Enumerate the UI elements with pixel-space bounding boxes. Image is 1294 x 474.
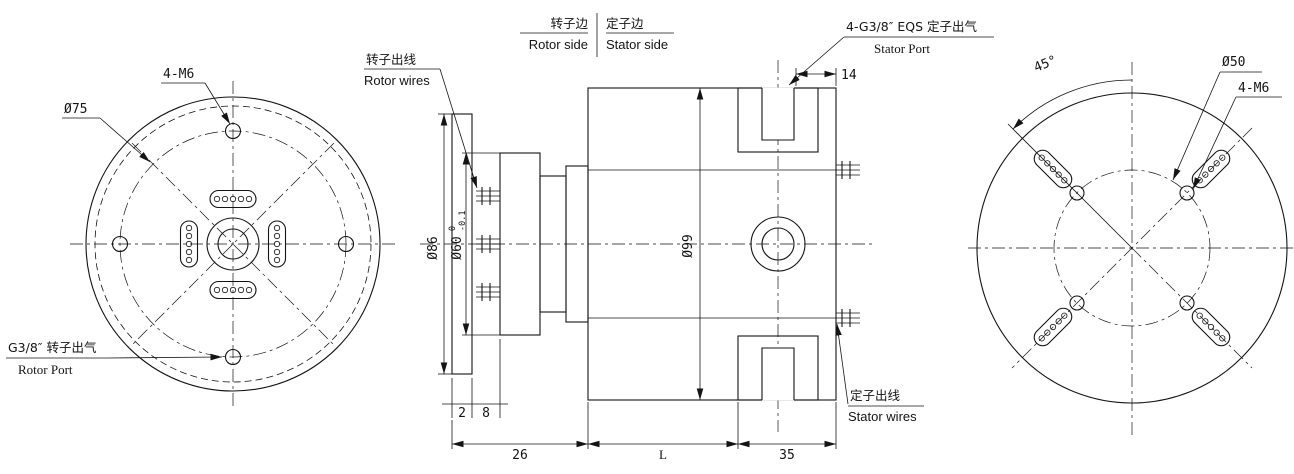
bolt-holes-m6	[111, 122, 355, 366]
angle-label: 45°	[1032, 53, 1059, 76]
stator-wires-label-cn: 定子出线	[850, 388, 901, 403]
bolt-circle-d50	[1053, 169, 1211, 327]
dim-L-label: L	[659, 447, 667, 462]
stator-connector-slot-se	[1191, 307, 1231, 347]
stator-wire-connector-1	[836, 161, 860, 179]
stator-side-label-cn: 定子边	[606, 16, 644, 31]
svg-text:0: 0	[448, 226, 458, 231]
flange-hidden-circle	[94, 105, 372, 383]
svg-text:Ø99: Ø99	[681, 234, 696, 257]
svg-text:Ø60: Ø60	[450, 236, 465, 259]
stator-air-port-front	[750, 216, 806, 272]
section-center-lines	[420, 60, 872, 432]
stator-bolt-holes-m6	[1069, 185, 1195, 311]
rotor-connector-slot-left	[179, 220, 199, 268]
rotor-connector-slot-top	[209, 189, 257, 209]
center-boss-outer	[206, 217, 260, 271]
right-bolt-spec-label: 4-M6	[1238, 81, 1269, 96]
section-view: 转子边 Rotor side 定子边 Stator side	[364, 13, 994, 463]
dim-d99: Ø99	[681, 88, 704, 400]
side-header: 转子边 Rotor side 定子边 Stator side	[520, 13, 674, 57]
stator-wires-label-en: Stator wires	[848, 409, 917, 424]
rotor-connector-slot-right	[267, 220, 287, 268]
left-view-rotor-flange: 4-M6 Ø75 G3/8″ 转子出气 Rotor Port	[6, 67, 396, 407]
dim-26-label: 26	[512, 448, 528, 463]
svg-text:2: 2	[458, 406, 466, 421]
svg-text:-0.1: -0.1	[458, 211, 468, 231]
center-boss-inner	[217, 228, 249, 260]
rotor-connector-slot-bottom	[209, 280, 257, 300]
left-bcd-label: Ø75	[64, 102, 87, 117]
dim-35-label: 35	[779, 448, 795, 463]
rotor-port-label-cn: G3/8″ 转子出气	[8, 340, 97, 355]
bolt-circle-d75	[119, 130, 347, 358]
svg-text:Ø86: Ø86	[426, 236, 441, 259]
angle-ref-line	[1007, 123, 1133, 249]
stator-side-label-en: Stator side	[606, 37, 668, 52]
stator-port-label-en: Stator Port	[874, 41, 930, 56]
rotor-wire-connector-2	[476, 235, 500, 253]
left-bolt-spec-label: 4-M6	[163, 67, 194, 82]
rotor-wire-connector-1	[476, 187, 500, 205]
dim-d60: Ø60 0 -0.1	[448, 152, 502, 336]
angle-arc	[1012, 79, 1133, 130]
dim-2-8: 2 8	[442, 339, 508, 421]
rotor-wires-label-en: Rotor wires	[364, 73, 430, 88]
stator-wire-connector-2	[836, 309, 860, 327]
right-bcd-label: Ø50	[1222, 55, 1245, 70]
stator-body-d99	[587, 87, 837, 401]
stator-air-port-bottom	[737, 335, 819, 401]
right-view-center-lines	[968, 62, 1293, 436]
flange-outer-circle	[85, 96, 381, 392]
rotor-wire-connector-3	[476, 283, 500, 301]
dim-bottom-row: 26 L 35	[451, 402, 837, 463]
stator-outer-circle	[976, 92, 1288, 404]
stator-air-port-top	[737, 87, 819, 153]
dim-14: 14	[795, 68, 857, 86]
rotor-side-label-en: Rotor side	[529, 37, 588, 52]
left-view-center-lines	[70, 81, 396, 407]
dim-d86: Ø86	[426, 113, 454, 375]
svg-text:8: 8	[482, 406, 490, 421]
svg-text:14: 14	[841, 68, 857, 83]
rotor-side-label-cn: 转子边	[550, 16, 588, 31]
right-view-stator-face: 45° Ø50 4-M6	[968, 53, 1293, 436]
rotor-wires-label-cn: 转子出线	[366, 52, 417, 67]
rotor-port-label-en: Rotor Port	[18, 362, 73, 377]
stator-port-label-cn: 4-G3/8″ EQS 定子出气	[846, 19, 978, 34]
stator-connector-slot-nw	[1033, 149, 1073, 189]
stator-connector-slot-sw	[1033, 307, 1073, 347]
rotor-flange-disc	[451, 113, 473, 375]
